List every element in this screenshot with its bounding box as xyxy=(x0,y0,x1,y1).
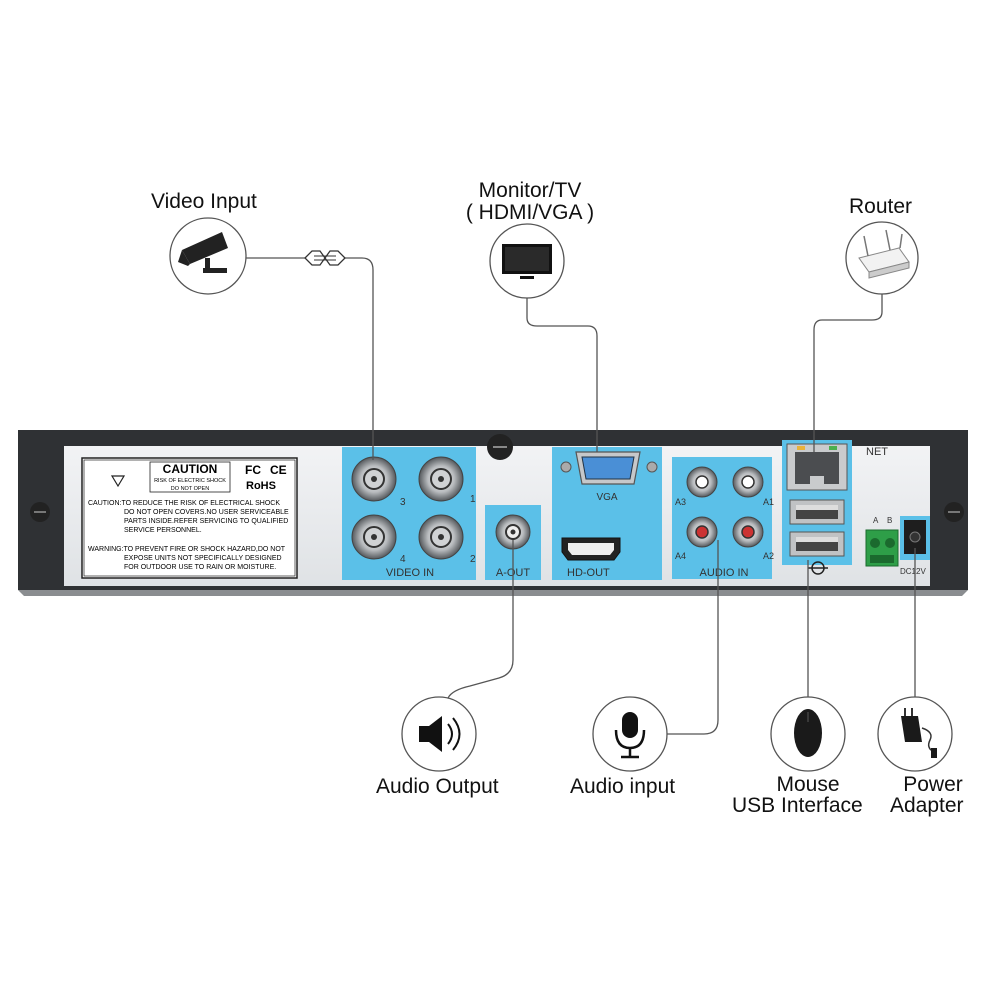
bnc-connector-4-icon xyxy=(351,514,397,560)
monitor-tv-label: Monitor/TV xyxy=(478,179,582,202)
warning-triangle-icon xyxy=(110,475,126,488)
mouse-label: Mouse xyxy=(776,773,840,796)
vga-port-icon xyxy=(560,451,658,485)
rca-a4-icon xyxy=(686,516,718,548)
wire-coupler-to-video-in xyxy=(345,257,374,460)
usb-interface-label: USB Interface xyxy=(732,794,863,817)
video-in-port-group: 3 1 4 2 VIDEO IN xyxy=(342,447,476,580)
bnc-connector-1-icon xyxy=(418,456,464,502)
bnc-connector-3-icon xyxy=(351,456,397,502)
audio-input-label: Audio input xyxy=(570,775,676,798)
usb-port-bottom-icon xyxy=(789,531,845,557)
adapter-label: Adapter xyxy=(890,794,964,817)
rca-a2-icon xyxy=(732,516,764,548)
mouse-icon xyxy=(770,696,846,772)
channel-4-label: 4 xyxy=(400,554,406,565)
net-label: NET xyxy=(866,446,888,458)
warning-line-7: FOR OUTDOOR USE TO RAIN OR MOISTURE. xyxy=(124,564,276,571)
ethernet-port-icon xyxy=(786,443,848,491)
camera-icon xyxy=(169,217,247,295)
warning-line-6: EXPOSE UNITS NOT SPECIFICALLY DESIGNED xyxy=(124,555,282,562)
rca-a1-icon xyxy=(732,466,764,498)
router-label: Router xyxy=(849,195,913,218)
a1-label: A1 xyxy=(763,497,774,507)
a4-label: A4 xyxy=(675,551,686,561)
rs485-b-label: B xyxy=(887,516,892,525)
dc12v-label: DC12V xyxy=(900,567,926,576)
rca-audio-out-icon xyxy=(495,514,531,550)
power-label: Power xyxy=(903,773,963,796)
net-usb-port-group: NET xyxy=(782,440,888,575)
video-out-port-group: VGA HD-OUT xyxy=(552,447,662,580)
warning-line-2: DO NOT OPEN COVERS.NO USER SERVICEABLE xyxy=(124,509,289,516)
wire-a-out-to-speaker xyxy=(447,540,514,699)
wire-audio-in-to-mic xyxy=(666,540,719,735)
video-in-label: VIDEO IN xyxy=(386,567,434,579)
channel-3-label: 3 xyxy=(400,497,406,508)
rohs-mark: RoHS xyxy=(246,480,276,492)
warning-line-4: SERVICE PERSONNEL. xyxy=(124,527,202,534)
channel-2-label: 2 xyxy=(470,554,476,565)
usb-port-top-icon xyxy=(789,499,845,525)
warning-line-3: PARTS INSIDE.REFER SERVICING TO QUALIFIE… xyxy=(124,518,288,525)
warning-line-5: WARNING:TO PREVENT FIRE OR SHOCK HAZARD,… xyxy=(88,546,286,553)
monitor-tv-sub-label: ( HDMI/VGA ) xyxy=(465,201,595,224)
router-icon xyxy=(845,221,919,295)
wire-router-to-net xyxy=(813,294,883,452)
usb-symbol-icon xyxy=(808,561,828,575)
chassis-bottom-edge xyxy=(18,590,968,596)
microphone-icon xyxy=(592,696,668,772)
hdmi-port-icon xyxy=(561,537,621,561)
a2-label: A2 xyxy=(763,551,774,561)
wire-monitor-to-vga xyxy=(526,290,598,452)
bnc-connector-2-icon xyxy=(418,514,464,560)
channel-1-label: 1 xyxy=(470,494,476,505)
caution-title: CAUTION xyxy=(163,462,218,476)
warning-label: CAUTION RISK OF ELECTRIC SHOCK DO NOT OP… xyxy=(81,457,298,579)
caution-sub2: DO NOT OPEN xyxy=(171,486,209,492)
power-adapter-icon xyxy=(877,696,953,772)
caution-sub1: RISK OF ELECTRIC SHOCK xyxy=(154,478,226,484)
rca-a3-icon xyxy=(686,466,718,498)
a3-label: A3 xyxy=(675,497,686,507)
video-input-label: Video Input xyxy=(151,190,257,213)
bnc-coupler-icon xyxy=(304,250,346,266)
fc-mark: FC xyxy=(245,463,261,477)
power-terminal-group: A B DC12V xyxy=(865,516,930,576)
rs485-a-label: A xyxy=(873,516,879,525)
audio-output-label: Audio Output xyxy=(376,775,499,798)
warning-line-1: CAUTION:TO REDUCE THE RISK OF ELECTRICAL… xyxy=(88,500,280,507)
speaker-icon xyxy=(401,696,477,772)
audio-in-label: AUDIO IN xyxy=(700,567,749,579)
connection-wires xyxy=(246,257,916,735)
hd-out-label: HD-OUT xyxy=(567,567,610,579)
ce-mark: CE xyxy=(270,463,287,477)
vga-label: VGA xyxy=(596,492,617,503)
audio-in-port-group: A3 A1 A4 A2 AUDIO IN xyxy=(672,457,774,579)
dc-jack-icon xyxy=(900,516,930,560)
monitor-icon xyxy=(489,223,565,299)
rs485-terminal-icon xyxy=(865,529,899,567)
